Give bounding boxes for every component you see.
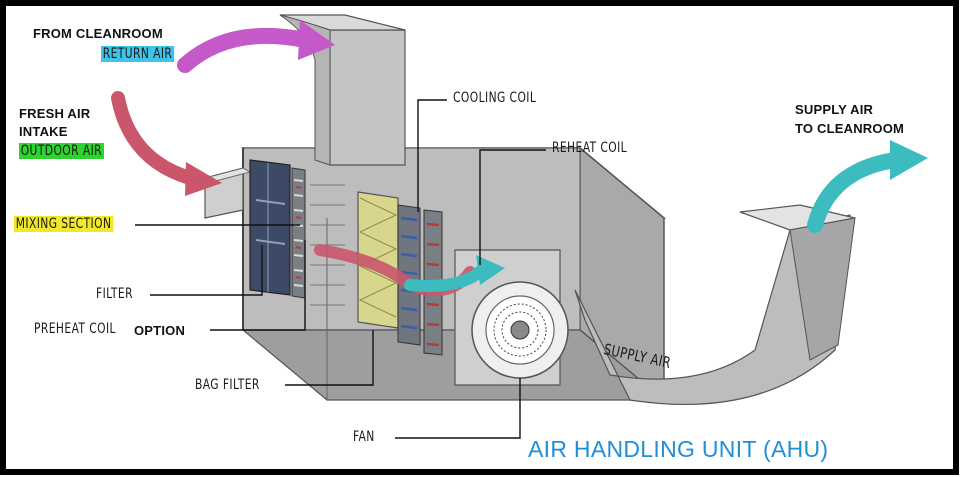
section-slats — [310, 184, 345, 306]
label-fresh-air: FRESH AIR — [19, 106, 91, 121]
return-air-duct — [279, 14, 406, 166]
diagram-title: AIR HANDLING UNIT (AHU) — [528, 436, 829, 462]
preheat-coil — [291, 167, 306, 299]
label-from-cleanroom: FROM CLEANROOM — [33, 26, 163, 41]
label-bag-filter: BAG FILTER — [195, 377, 260, 393]
leader-lines — [135, 99, 546, 439]
internal-airflow-teal — [404, 264, 488, 292]
label-mixing-section: MIXING SECTION — [14, 216, 114, 232]
label-reheat-coil: REHEAT COIL — [552, 140, 628, 156]
label-preheat-coil: PREHEAT COIL — [34, 321, 116, 337]
fan — [454, 249, 569, 386]
cooling-coil — [397, 204, 421, 346]
label-fan: FAN — [353, 429, 375, 445]
label-to-cleanroom: TO CLEANROOM — [795, 121, 905, 136]
label-outdoor-air: OUTDOOR AIR — [19, 143, 104, 159]
fresh-air-arrow — [111, 91, 197, 185]
supply-air-duct — [574, 204, 856, 405]
label-cooling-coil: COOLING COIL — [453, 90, 537, 106]
label-option: OPTION — [134, 323, 186, 338]
label-filter: FILTER — [96, 286, 133, 302]
supply-air-arrow — [807, 152, 903, 233]
label-supply-air: SUPPLY AIR — [795, 102, 874, 117]
label-intake: INTAKE — [19, 124, 68, 139]
filter-panel — [249, 159, 291, 296]
label-return-air: RETURN AIR — [101, 46, 174, 62]
return-air-arrow — [177, 27, 313, 73]
